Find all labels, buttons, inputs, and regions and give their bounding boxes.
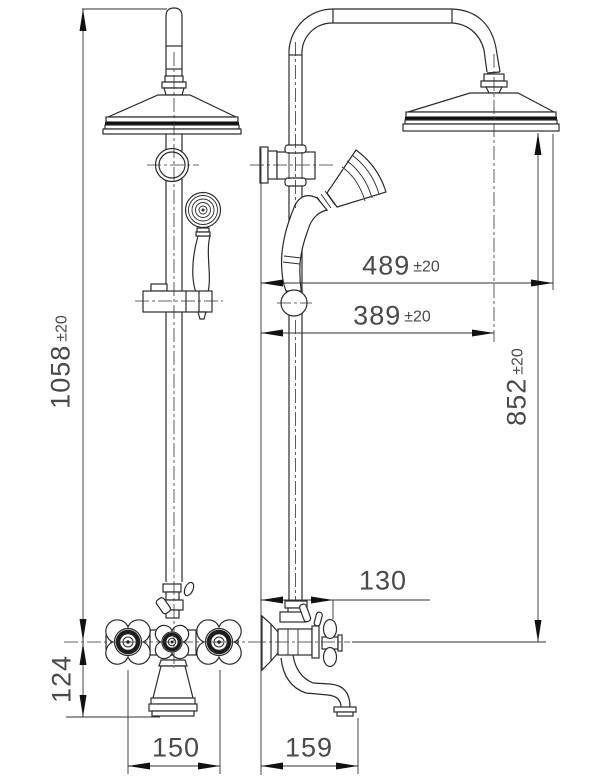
dimension-label-head-reach-center: 389±20 bbox=[353, 300, 431, 331]
dimension-arrowheads bbox=[79, 9, 553, 770]
dimension-label-handle-spacing: 150 bbox=[151, 732, 201, 763]
dimension-lines bbox=[66, 8, 554, 775]
dimension-label-mixer-projection: 130 bbox=[358, 565, 408, 596]
dimension-value: 389 bbox=[353, 300, 402, 331]
dimension-value: 852 bbox=[501, 377, 532, 426]
dimension-label-total-height: 1058 ±20 bbox=[45, 315, 76, 409]
dimension-label-head-reach-outer: 489±20 bbox=[362, 250, 440, 281]
dimension-label-head-above-mixer: 852±20 bbox=[501, 348, 532, 426]
wall-bracket-side bbox=[259, 144, 316, 187]
dimension-label-spout-drop: 124 bbox=[46, 654, 77, 704]
dimension-label-spout-projection: 159 bbox=[284, 732, 334, 763]
dimension-value: 1058 bbox=[45, 344, 76, 409]
dimension-tolerance: ±20 bbox=[404, 308, 431, 326]
dimension-tolerance: ±20 bbox=[509, 348, 527, 375]
dimension-tolerance: ±20 bbox=[53, 315, 71, 342]
hand-shower-front bbox=[184, 191, 222, 299]
overhead-shower-head-side bbox=[402, 73, 560, 132]
slide-bracket-front bbox=[142, 283, 213, 320]
dimension-value: 159 bbox=[284, 732, 334, 763]
overhead-shower-head-front bbox=[102, 75, 242, 135]
tub-spout-front bbox=[148, 659, 198, 717]
dimension-tolerance: ±20 bbox=[413, 258, 440, 276]
dimension-value: 124 bbox=[46, 654, 77, 704]
mixer-faucet-front bbox=[105, 581, 242, 717]
dimension-value: 130 bbox=[358, 565, 408, 596]
dimension-value: 150 bbox=[151, 732, 201, 763]
front-view bbox=[102, 7, 242, 717]
mixer-faucet-side bbox=[261, 600, 357, 717]
dimension-value: 489 bbox=[362, 250, 411, 281]
center-lines bbox=[64, 42, 495, 668]
hand-shower-side bbox=[280, 149, 387, 300]
